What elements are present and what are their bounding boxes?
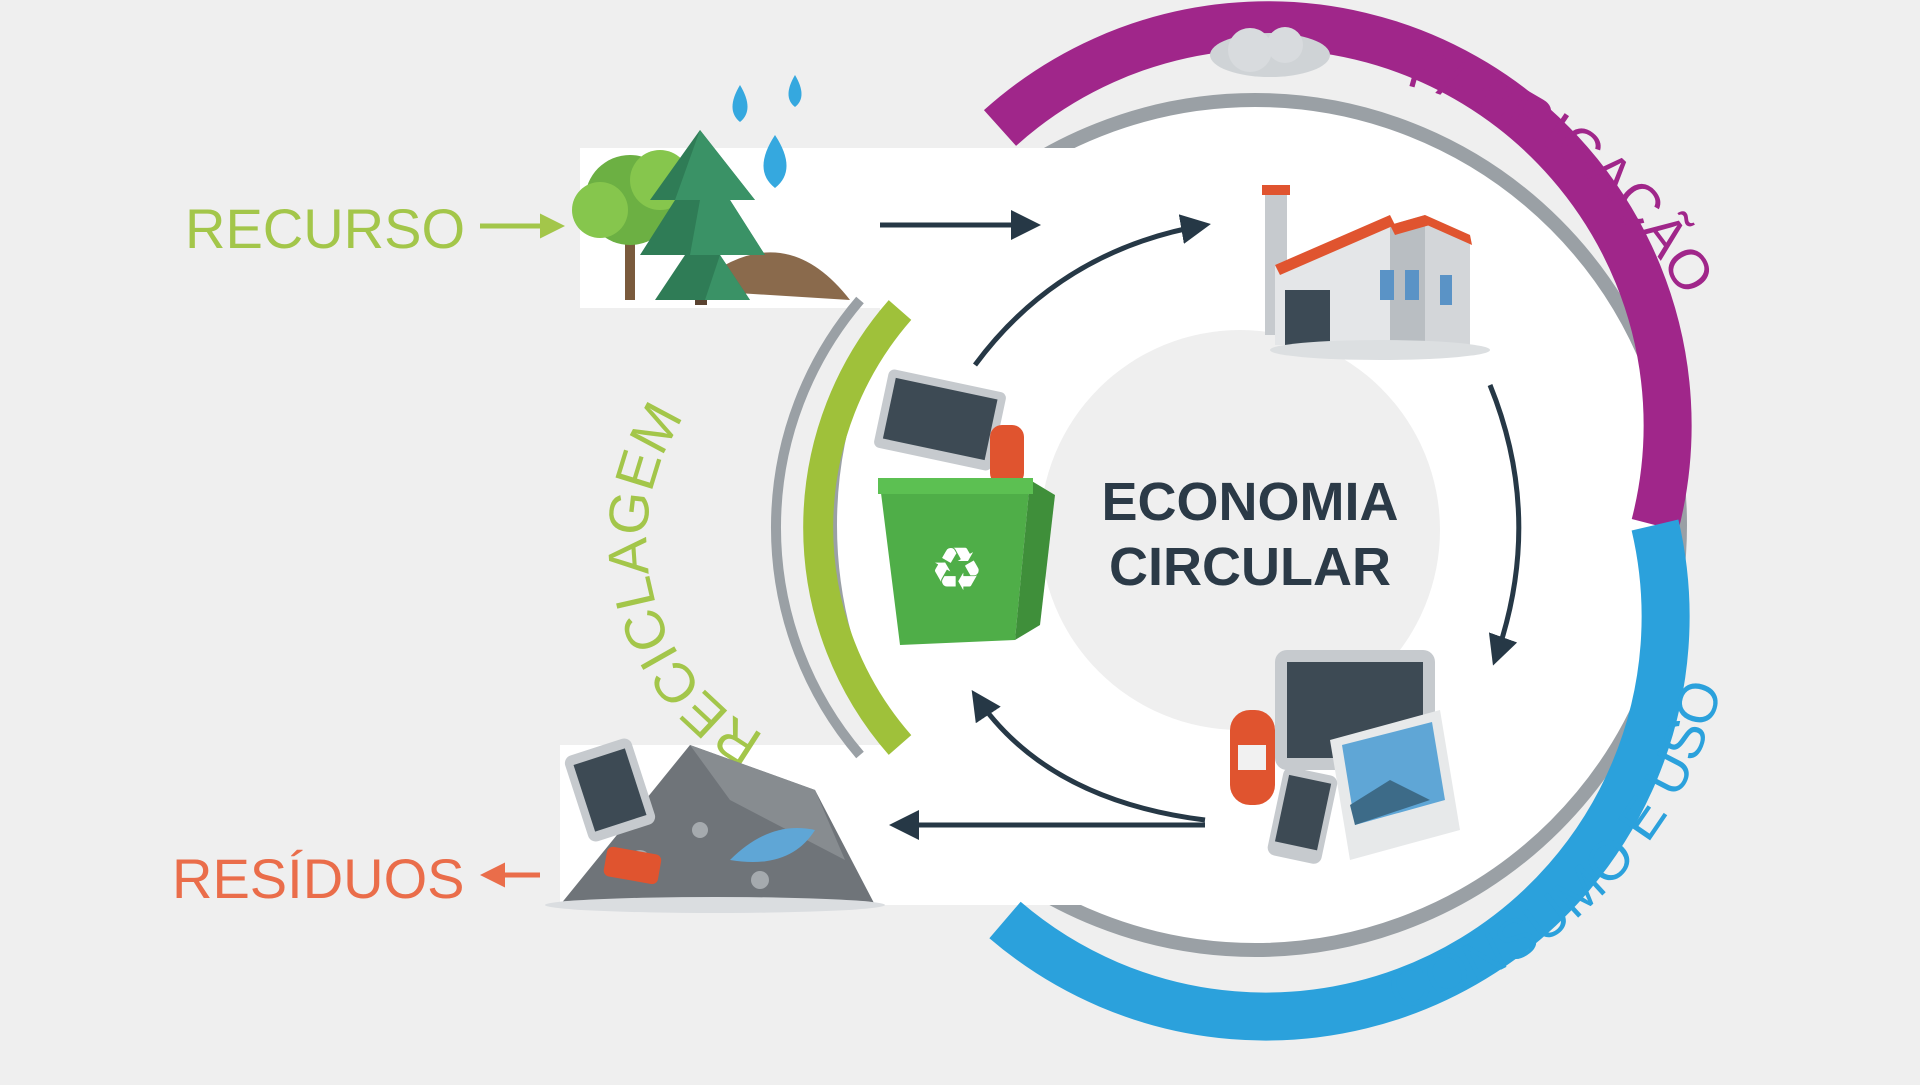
water-drop-icon — [732, 75, 802, 188]
arrow-consumo-to-reciclagem — [971, 690, 1206, 823]
flow-arrows — [880, 210, 1522, 840]
consumo-segment — [989, 519, 1690, 1041]
label-reciclagem: RECICLAGEM — [595, 392, 771, 779]
reciclagem-gray-edge — [770, 296, 864, 759]
ring-segments — [770, 1, 1692, 1041]
label-residuos: RESÍDUOS — [172, 847, 465, 910]
inner-circle — [1040, 330, 1440, 730]
center-title-line1: ECONOMIA — [1102, 472, 1399, 532]
factory-icon — [1210, 27, 1490, 360]
fabricacao-segment — [983, 1, 1692, 531]
label-reciclagem-wrap: RECICLAGEM — [595, 392, 771, 779]
reciclagem-segment — [803, 300, 912, 755]
label-recurso: RECURSO — [185, 197, 465, 260]
tree-icon — [572, 130, 850, 305]
recycle-symbol: ♻ — [930, 536, 984, 603]
devices-icon — [1230, 650, 1460, 864]
center-title-line2: CIRCULAR — [1109, 537, 1391, 597]
arrow-fabricacao-to-consumo — [1487, 384, 1522, 666]
waste-pile-icon — [545, 738, 885, 913]
arrow-reciclagem-to-fabricacao — [972, 214, 1211, 367]
recycle-bin-icon: ♻ — [874, 369, 1055, 645]
